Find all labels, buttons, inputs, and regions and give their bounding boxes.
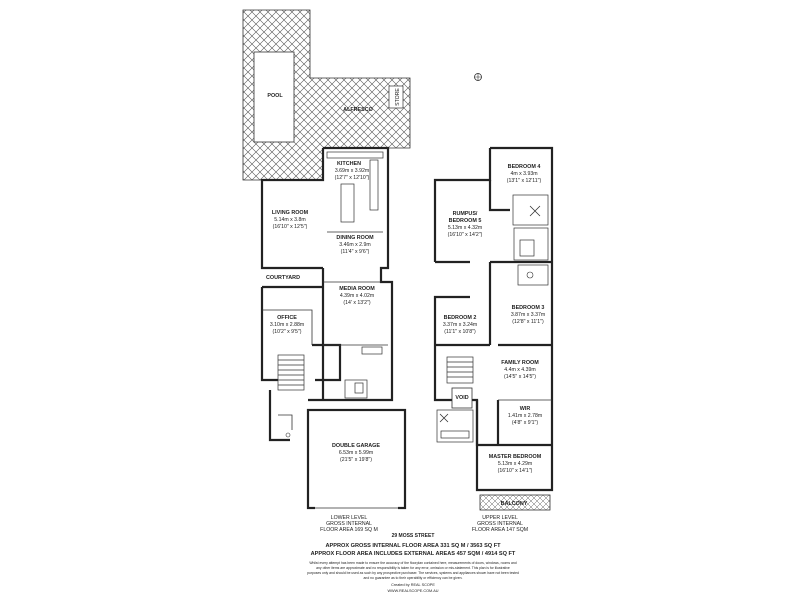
dining-imperial: (11'4" x 9'6") bbox=[341, 249, 370, 255]
laundry-fixture bbox=[361, 346, 383, 355]
master-imperial: (16'10" x 14'1") bbox=[498, 468, 533, 474]
kitchen-imperial: (12'7" x 12'10") bbox=[335, 175, 370, 181]
media-dims: 4.39m x 4.02m bbox=[340, 293, 374, 299]
courtyard-label: COURTYARD bbox=[266, 275, 300, 281]
kitchen-pantry bbox=[369, 159, 379, 211]
bed2-imperial: (11'1" x 10'8") bbox=[444, 329, 476, 335]
lower-level bbox=[242, 9, 411, 510]
store-area bbox=[388, 85, 404, 109]
lower-level-line2: GROSS INTERNAL bbox=[326, 521, 372, 527]
upper-level-line3: FLOOR AREA 147 SQM bbox=[472, 527, 528, 533]
void-label: VOID bbox=[455, 395, 468, 401]
disclaimer-line1: Whilst every attempt has been made to en… bbox=[309, 561, 516, 565]
void-area bbox=[451, 387, 473, 409]
gross-area-text: APPROX GROSS INTERNAL FLOOR AREA 331 SQ … bbox=[325, 543, 501, 549]
master-label: MASTER BEDROOM bbox=[489, 454, 542, 460]
dining-dims: 3.46m x 2.9m bbox=[339, 242, 370, 248]
credit-text: Created by REAL SCOPE bbox=[391, 583, 435, 587]
family-imperial: (14'5" x 14'5") bbox=[504, 374, 536, 380]
rumpus-imperial: (16'10" x 14'2") bbox=[448, 232, 483, 238]
lower-level-line3: FLOOR AREA 169 SQ M bbox=[320, 527, 378, 533]
stairs-lower bbox=[277, 354, 305, 391]
bed4-imperial: (13'1" x 12'11") bbox=[507, 178, 542, 184]
bed4-dims: 4m x 3.93m bbox=[510, 171, 537, 177]
disclaimer-line2: any other items are approximate and no r… bbox=[316, 566, 510, 570]
office-dims: 3.10m x 2.88m bbox=[270, 322, 304, 328]
bed2-dims: 3.37m x 3.24m bbox=[443, 322, 477, 328]
master-dims: 5.13m x 4.29m bbox=[498, 461, 532, 467]
bed2-label: BEDROOM 2 bbox=[444, 315, 477, 321]
wir-imperial: (4'8" x 9'1") bbox=[512, 420, 538, 426]
rumpus-label2: BEDROOM 5 bbox=[449, 218, 482, 224]
bed3-label: BEDROOM 3 bbox=[512, 305, 545, 311]
wir-dims: 1.41m x 2.78m bbox=[508, 413, 542, 419]
bed4-label: BEDROOM 4 bbox=[508, 164, 541, 170]
bed3-imperial: (12'8" x 11'1") bbox=[512, 319, 544, 325]
wir-label: WIR bbox=[520, 406, 531, 412]
disclaimer-line4: and no guarantee as to their operability… bbox=[364, 576, 463, 580]
kitchen-bench bbox=[326, 151, 384, 159]
stairs-upper bbox=[446, 356, 474, 384]
media-label: MEDIA ROOM bbox=[339, 286, 375, 292]
compass-icon bbox=[474, 73, 482, 81]
living-imperial: (16'10" x 12'5") bbox=[273, 224, 308, 230]
lower-level-line1: LOWER LEVEL bbox=[331, 515, 368, 521]
garage-label: DOUBLE GARAGE bbox=[332, 443, 380, 449]
living-label: LIVING ROOM bbox=[272, 210, 309, 216]
upper-level-line1: UPPER LEVEL bbox=[482, 515, 518, 521]
address-text: 29 MOSS STREET bbox=[392, 533, 435, 539]
upper-level-line2: GROSS INTERNAL bbox=[477, 521, 523, 527]
kitchen-label: KITCHEN bbox=[337, 161, 361, 167]
alfresco-label: ALFRESCO bbox=[343, 107, 373, 113]
store-label: STORE bbox=[395, 88, 401, 106]
pool-label: POOL bbox=[267, 93, 283, 99]
dining-label: DINING ROOM bbox=[336, 235, 374, 241]
garage-imperial: (21'5" x 19'8") bbox=[340, 457, 372, 463]
disclaimer-line3: purposes only and should be used as such… bbox=[307, 571, 519, 575]
upper-level bbox=[433, 146, 554, 511]
garage-dims: 6.53m x 5.99m bbox=[339, 450, 373, 456]
office-imperial: (10'2" x 9'5") bbox=[272, 329, 301, 335]
family-label: FAMILY ROOM bbox=[501, 360, 539, 366]
rumpus-label: RUMPUS/ bbox=[453, 211, 478, 217]
kitchen-dims: 3.69m x 3.92m bbox=[335, 168, 369, 174]
ensuite-bed4 bbox=[512, 194, 549, 226]
media-imperial: (14' x 13'2") bbox=[343, 300, 370, 306]
office-label: OFFICE bbox=[277, 315, 297, 321]
bed3-dims: 3.87m x 3.37m bbox=[511, 312, 545, 318]
balcony-label: BALCONY bbox=[501, 501, 528, 507]
powder-fixture bbox=[354, 382, 364, 394]
pool bbox=[253, 51, 295, 143]
website-text: WWW.REALSCOPE.COM.AU bbox=[387, 589, 438, 593]
balcony-area bbox=[479, 494, 551, 511]
living-dims: 5.14m x 3.8m bbox=[274, 217, 305, 223]
rumpus-dims: 5.13m x 4.32m bbox=[448, 225, 482, 231]
external-area-text: APPROX FLOOR AREA INCLUDES EXTERNAL AREA… bbox=[311, 551, 516, 557]
family-dims: 4.4m x 4.39m bbox=[504, 367, 535, 373]
kitchen-island bbox=[340, 183, 355, 223]
